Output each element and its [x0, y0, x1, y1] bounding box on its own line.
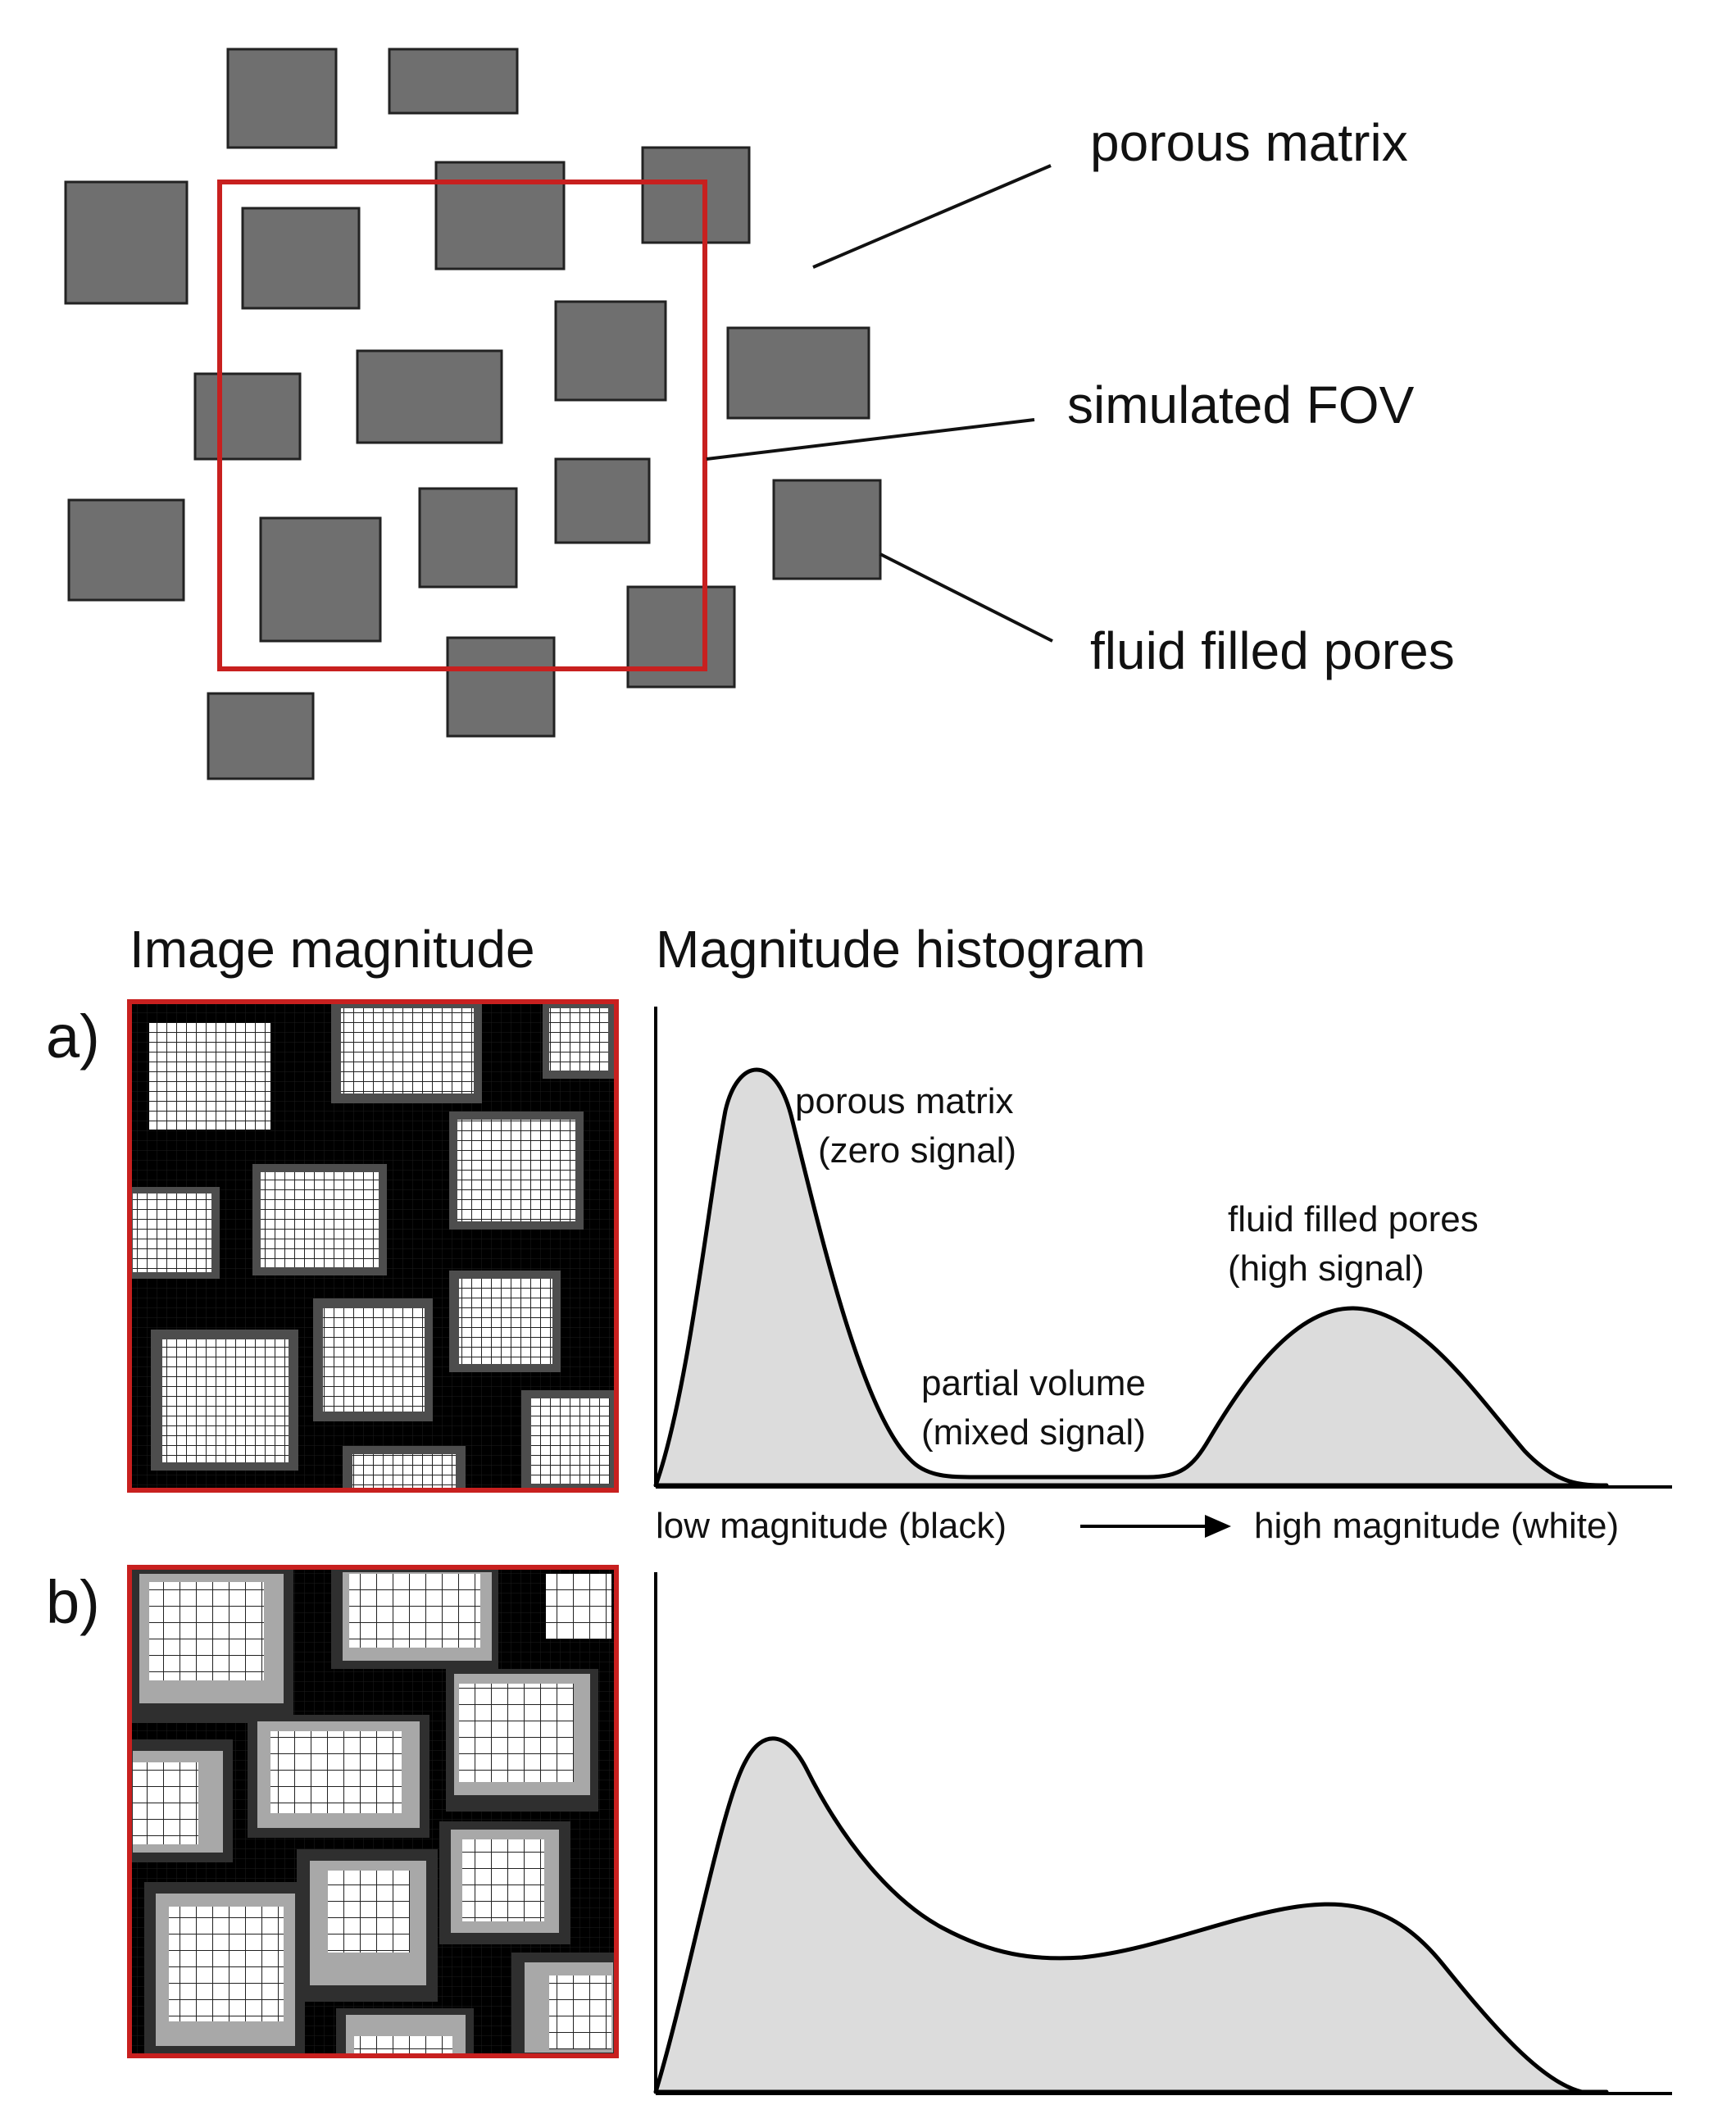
- image-frame-a: [127, 999, 619, 1493]
- panel-label-b: b): [46, 1568, 100, 1636]
- pore-squares: [64, 48, 882, 780]
- pore-square: [241, 207, 361, 310]
- pore-square: [554, 457, 651, 544]
- pore-square: [726, 326, 870, 420]
- pore-pixels: [462, 1839, 544, 1921]
- leader-line-simulated-fov: [706, 418, 1035, 461]
- pore-pixels: [133, 1762, 198, 1844]
- pore-pixels: [546, 1574, 611, 1639]
- pore-pixels: [549, 1975, 611, 2049]
- pore-pixels: [457, 1120, 575, 1221]
- annotation-partial-volume-line1: partial volume: [921, 1363, 1146, 1403]
- pore-square: [434, 161, 566, 271]
- leader-lines: [706, 164, 1053, 643]
- pore-square: [418, 487, 518, 589]
- pore-pixels: [149, 1023, 270, 1130]
- annotation-fluid-pores-line1: fluid filled pores: [1228, 1199, 1479, 1239]
- fluid-pores: [133, 1008, 610, 1490]
- histogram-curve-a: [653, 1067, 1609, 1488]
- pore-square: [446, 636, 556, 738]
- axis-low-label: low magnitude (black): [656, 1506, 1007, 1546]
- pore-pixels: [323, 1308, 425, 1412]
- pore-square: [67, 498, 185, 602]
- fluid-pores: [133, 1574, 611, 2056]
- magnitude-axis-caption: low magnitude (black) high magnitude (wh…: [656, 1506, 1619, 1546]
- label-fluid-filled-pores: fluid filled pores: [1090, 621, 1455, 680]
- pore-square: [772, 479, 882, 580]
- panel-label-a: a): [46, 1002, 100, 1071]
- pore-pixels: [352, 1454, 456, 1490]
- header-magnitude-histogram: Magnitude histogram: [656, 920, 1146, 979]
- pore-pixels: [149, 1582, 264, 1680]
- pore-pixels: [459, 1684, 574, 1782]
- pore-pixels: [459, 1279, 552, 1364]
- pore-pixels: [349, 1574, 480, 1648]
- annotation-partial-volume-line2: (mixed signal): [921, 1412, 1146, 1453]
- leader-line-porous-matrix: [812, 164, 1052, 269]
- header-image-magnitude: Image magnitude: [130, 920, 535, 979]
- label-porous-matrix: porous matrix: [1090, 113, 1408, 172]
- axis-arrow-head: [1205, 1515, 1231, 1538]
- pore-pixels: [341, 1008, 474, 1093]
- pore-square: [388, 48, 519, 115]
- histogram-b: [653, 1572, 1672, 2095]
- pore-pixels: [169, 1907, 284, 2021]
- pore-square: [641, 146, 751, 244]
- image-frame-b: [127, 1565, 619, 2058]
- pore-square: [193, 372, 302, 461]
- annotation-porous-matrix-line1: porous matrix: [795, 1081, 1014, 1121]
- pore-square: [554, 300, 667, 402]
- annotation-porous-matrix-line2: (zero signal): [818, 1130, 1016, 1171]
- pore-pixels: [354, 2036, 452, 2056]
- pore-pixels: [133, 1193, 211, 1272]
- pore-pixels: [270, 1731, 402, 1813]
- pore-pixels: [328, 1871, 410, 1953]
- simulated-fov-frame: [217, 180, 707, 671]
- pore-square: [356, 349, 503, 444]
- axis-high-label: high magnitude (white): [1254, 1506, 1619, 1546]
- leader-line-fluid-filled-pores: [879, 552, 1053, 643]
- histogram-curve-b: [653, 1736, 1609, 2094]
- pore-pixels: [162, 1339, 289, 1462]
- image-panel-a: [130, 1002, 616, 1490]
- annotation-fluid-pores-line2: (high signal): [1228, 1248, 1425, 1289]
- pore-square: [226, 48, 338, 149]
- pore-pixels: [261, 1172, 379, 1267]
- label-simulated-fov: simulated FOV: [1067, 375, 1415, 434]
- pore-square: [259, 516, 382, 643]
- pore-pixels: [549, 1008, 608, 1071]
- pore-square: [64, 180, 189, 305]
- pore-pixels: [531, 1398, 610, 1484]
- pore-square: [626, 585, 736, 689]
- pore-square: [207, 692, 315, 780]
- porous-matrix-schematic: porous matrix simulated FOV fluid filled…: [64, 48, 1455, 780]
- histogram-a: porous matrix (zero signal) fluid filled…: [653, 1007, 1672, 1489]
- image-panel-b: [130, 1567, 616, 2056]
